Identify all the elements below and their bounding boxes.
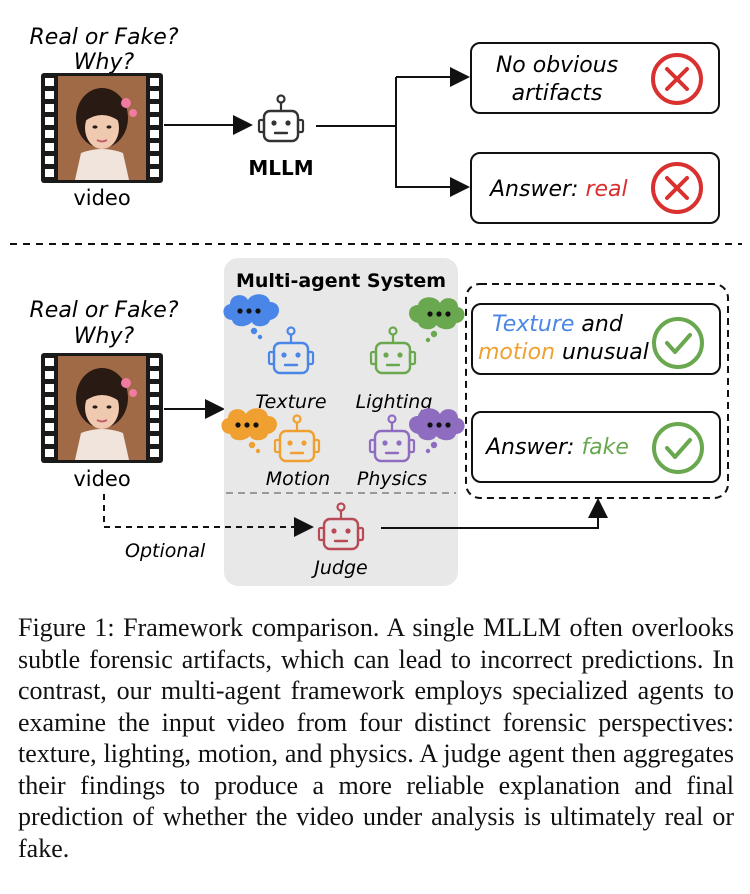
physics-label: Physics <box>357 468 427 490</box>
svg-text:motion unusual: motion unusual <box>478 340 649 365</box>
cross-circle-icon <box>651 53 703 105</box>
caption-text: Framework comparison. A single MLLM ofte… <box>18 613 734 863</box>
film-strip-icon <box>40 72 164 184</box>
word-motion: motion <box>478 340 555 365</box>
bottom-output-box-answer: Answer: fake <box>471 411 721 483</box>
check-circle-icon <box>652 422 704 474</box>
judge-agent: Judge <box>310 502 368 579</box>
film-strip-icon <box>40 352 164 464</box>
top-output-box-answer: Answer: real <box>470 152 720 224</box>
motion-agent: Motion <box>221 408 330 490</box>
mllm-robot-icon <box>257 94 305 143</box>
svg-text:Texture and: Texture and <box>492 312 624 337</box>
texture-label: Texture <box>255 391 326 413</box>
bottom-panel: Real or Fake? Why? video Multi-agent Sys… <box>30 258 729 586</box>
svg-text:Answer: real: Answer: real <box>488 177 628 202</box>
mllm-label: MLLM <box>248 156 313 180</box>
bottom-video-label: video <box>73 467 130 491</box>
bottom-question-line2: Why? <box>74 324 135 349</box>
judge-to-output-arrow <box>381 498 608 529</box>
top-output-box-artifacts: No obvious artifacts <box>470 42 720 114</box>
system-title: Multi-agent System <box>236 270 446 292</box>
box1-line1: No obvious <box>496 53 618 78</box>
answer-prefix: Answer: <box>488 177 585 202</box>
framework-figure: Real or Fake? Why? video MLLM No obvious… <box>10 25 742 586</box>
motion-label: Motion <box>266 468 330 490</box>
output-group-box <box>465 283 729 499</box>
top-question-line2: Why? <box>74 50 135 75</box>
physics-agent: Physics <box>357 408 465 490</box>
answer-fake: fake <box>581 435 629 460</box>
cross-circle-icon <box>651 162 703 214</box>
lighting-label: Lighting <box>356 391 433 413</box>
judge-label: Judge <box>310 557 367 579</box>
lighting-agent: Lighting <box>356 297 465 413</box>
bottom-question-line1: Real or Fake? <box>30 298 179 323</box>
word-and: and <box>574 312 623 337</box>
texture-agent: Texture <box>223 294 327 413</box>
box1-line2: artifacts <box>512 81 603 106</box>
top-panel: Real or Fake? Why? video MLLM No obvious… <box>30 25 720 224</box>
top-question-line1: Real or Fake? <box>30 25 179 50</box>
branch-to-box2-arrow <box>395 126 470 197</box>
optional-label: Optional <box>125 540 206 562</box>
answer-real: real <box>585 177 627 202</box>
caption-label: Figure 1: <box>18 613 115 642</box>
svg-text:Answer: fake: Answer: fake <box>484 435 629 460</box>
word-texture: Texture <box>492 312 574 337</box>
answer-prefix: Answer: <box>484 435 581 460</box>
mllm-branch-line <box>316 77 397 127</box>
bottom-output-box-explanation: Texture and motion unusual <box>471 303 721 375</box>
figure-caption: Figure 1: Framework comparison. A single… <box>18 612 734 864</box>
optional-dashed-arrow <box>103 494 314 537</box>
check-circle-icon <box>652 317 704 369</box>
word-unusual: unusual <box>555 340 649 365</box>
top-video-label: video <box>73 186 130 210</box>
multi-agent-system-box <box>224 258 458 586</box>
